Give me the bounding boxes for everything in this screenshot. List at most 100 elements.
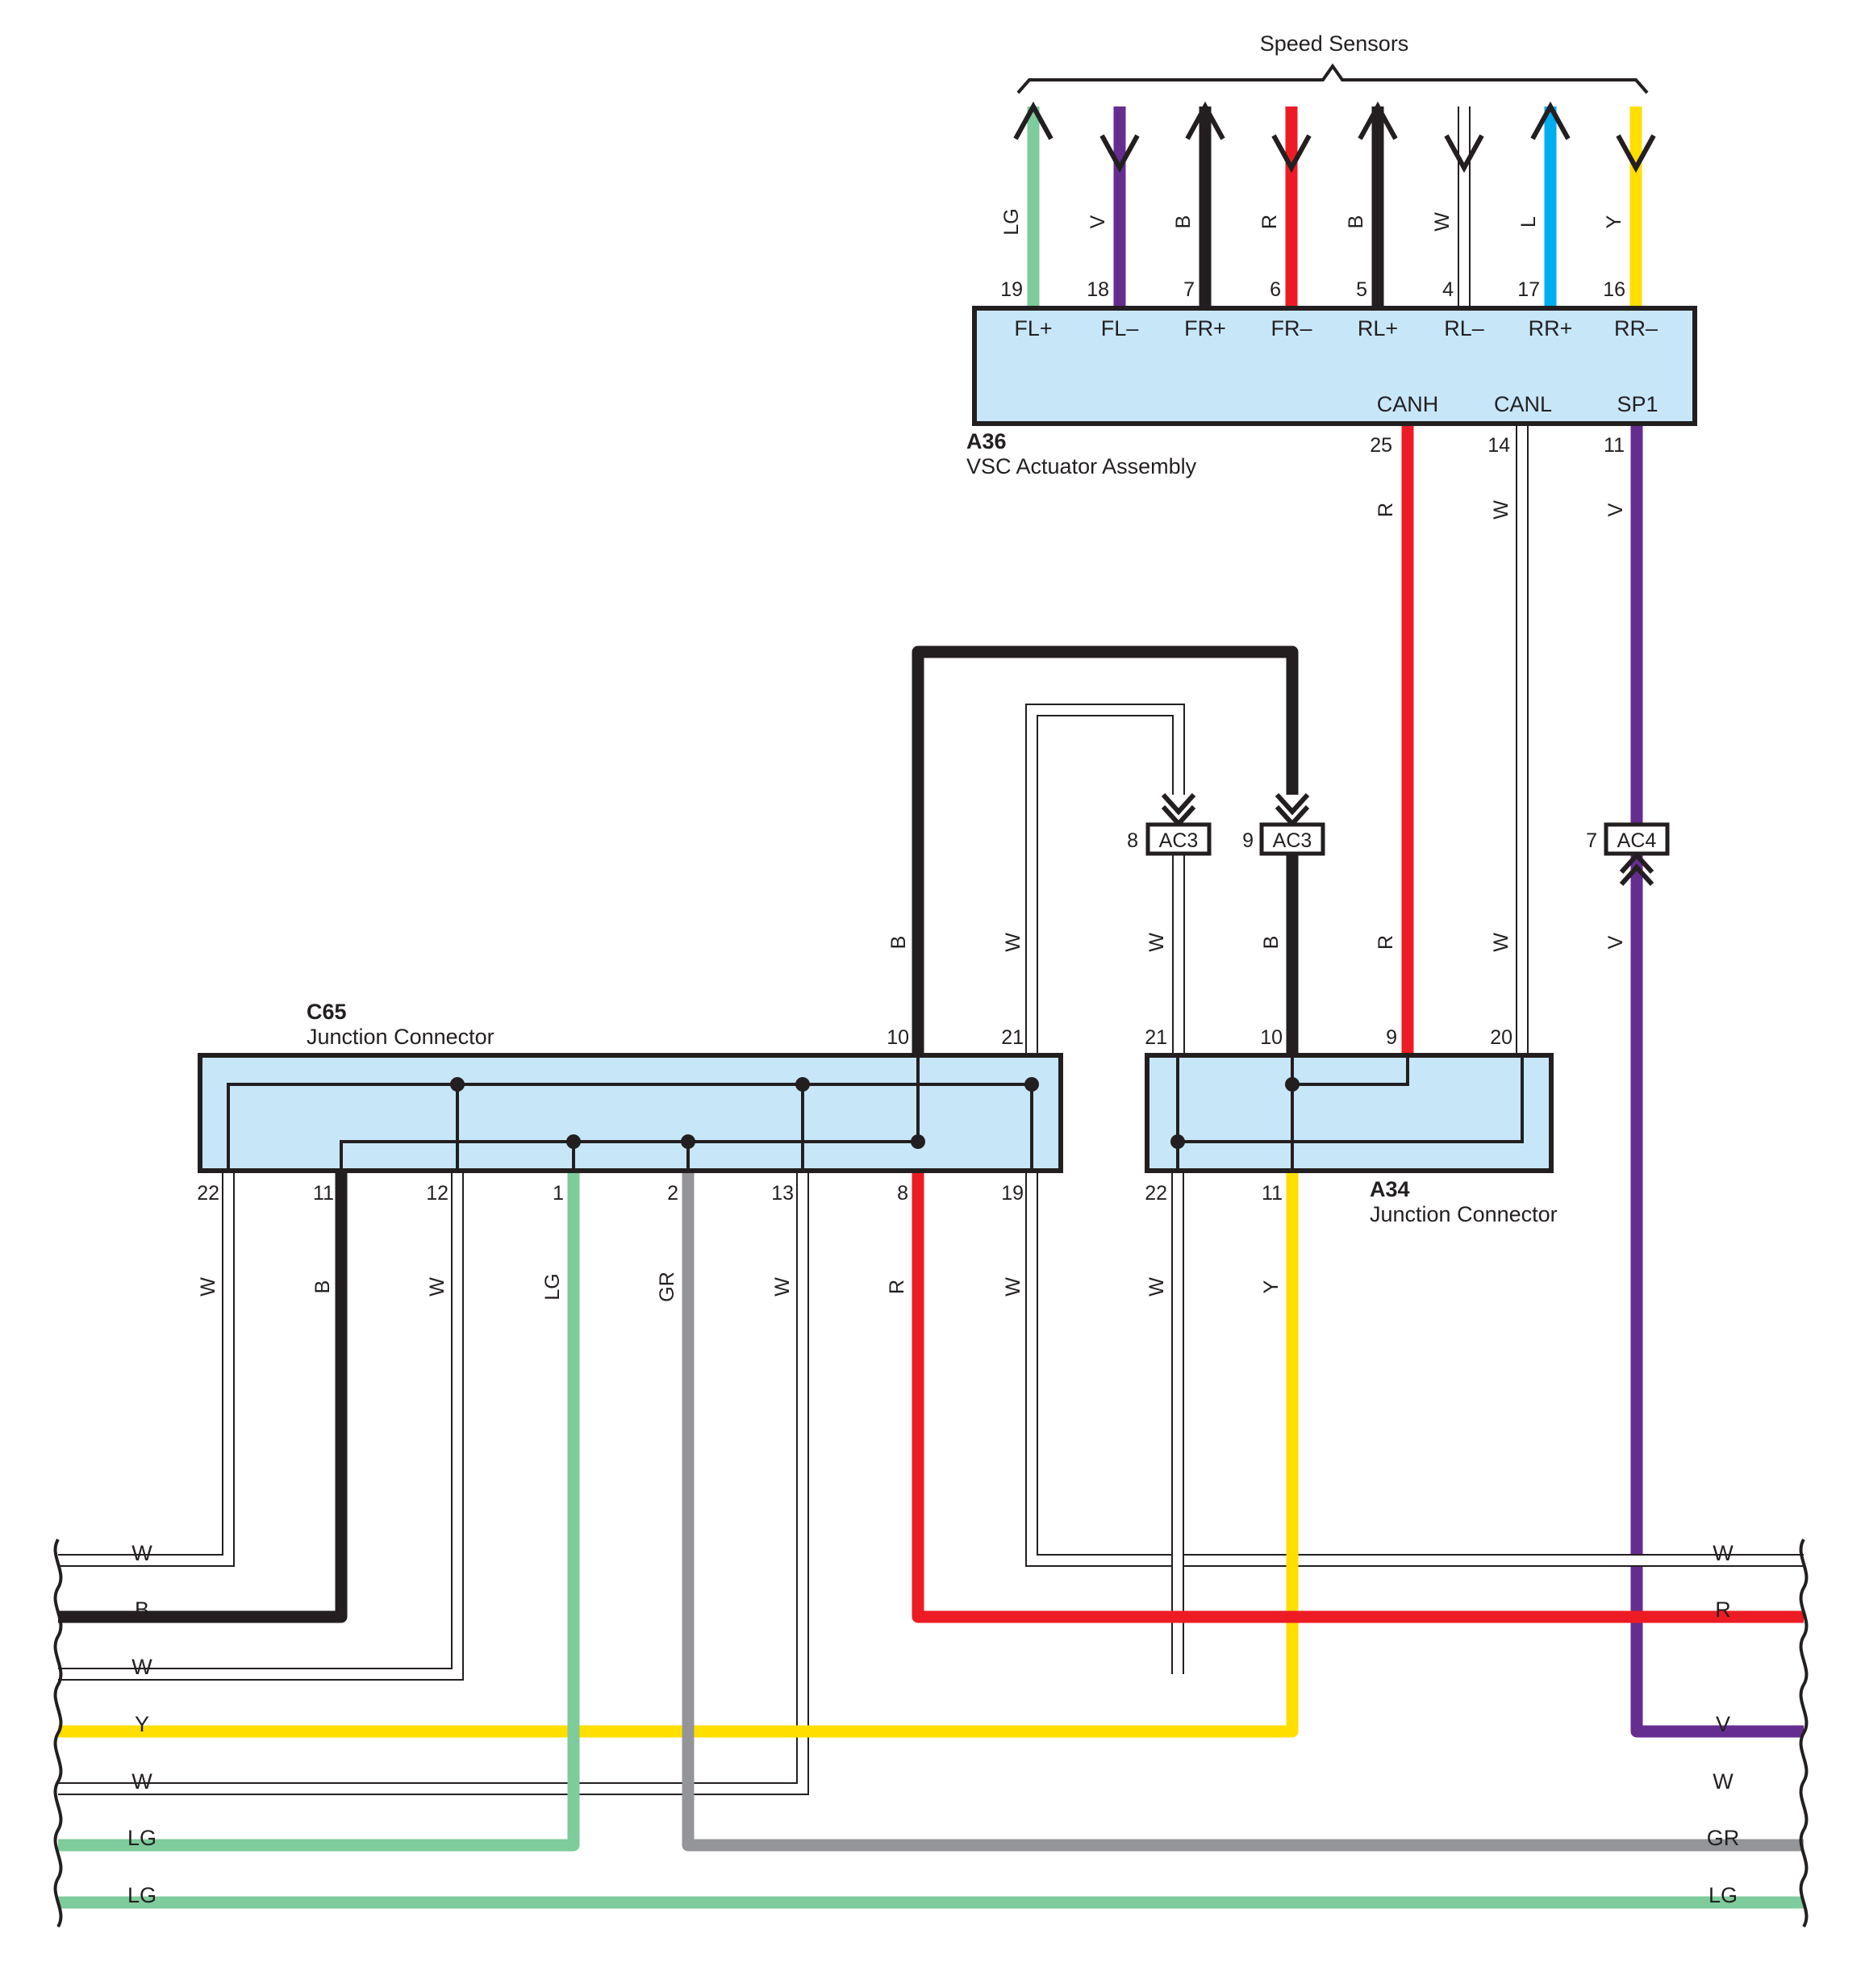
- canh-wire-label: R: [1375, 503, 1397, 517]
- c65-13-wire-label: W: [771, 1277, 794, 1297]
- a36-pin-label-fr-minus: FR–: [1270, 316, 1312, 340]
- harness-left-label-7: LG: [127, 1883, 156, 1907]
- a36-pin-11: 11: [1604, 434, 1625, 457]
- harness-right-label-3: V: [1716, 1712, 1730, 1736]
- c65-19-w-wire: [1025, 1171, 1804, 1567]
- c65-pin-1: 1: [553, 1182, 564, 1205]
- a36-name: VSC Actuator Assembly: [966, 454, 1197, 478]
- harness-right-label-1: W: [1713, 1541, 1734, 1565]
- a36-pin-label-canh: CANH: [1377, 392, 1439, 416]
- a34-pin-22: 22: [1145, 1182, 1167, 1205]
- inline-connector-ac3-8: AC3 8: [1127, 792, 1212, 856]
- harness-right-label-5: GR: [1707, 1826, 1740, 1850]
- c65-11-wire-label: B: [311, 1280, 334, 1294]
- a36-pin-7: 7: [1183, 278, 1195, 301]
- a34-code: A34: [1370, 1177, 1410, 1201]
- a36-pin-6: 6: [1270, 278, 1281, 301]
- a36-arrow-16: [1616, 134, 1656, 173]
- a36-pin-18: 18: [1087, 278, 1109, 301]
- speed-sensors-label: Speed Sensors: [1260, 31, 1409, 56]
- svg-text:AC4: AC4: [1617, 829, 1657, 852]
- c65-pin-10: 10: [887, 1026, 909, 1049]
- a34-pin-10: 10: [1260, 1026, 1283, 1049]
- c65-10-b-wire: [912, 645, 1299, 1055]
- a34-pin-20: 20: [1490, 1026, 1512, 1049]
- c65-22-w-wire-fill: [58, 1171, 233, 1565]
- a36-connector: FL+ FL– FR+ FR– RL+ RL– RR+ RR– CANH CAN…: [972, 306, 1697, 426]
- canl-wire-label: W: [1490, 500, 1512, 520]
- c65-name: Junction Connector: [307, 1025, 494, 1049]
- a36-pin-label-rr-minus: RR–: [1614, 316, 1658, 340]
- harness-left-label-6: LG: [127, 1826, 156, 1850]
- a36-arrow-17: [1530, 101, 1571, 140]
- c65-pin-22: 22: [197, 1182, 219, 1205]
- a36-pin-label-fl-plus: FL+: [1014, 316, 1052, 340]
- a36-wire-label-5: B: [1345, 215, 1367, 229]
- harness-right-label-2: R: [1715, 1598, 1731, 1622]
- c65-pin-8: 8: [897, 1182, 908, 1205]
- a36-wire-label-18: V: [1087, 215, 1109, 228]
- c65-8-r-wire: [912, 1171, 1804, 1623]
- c65-connector: [198, 1053, 1063, 1173]
- a36-wire-label-19: LG: [1000, 208, 1023, 235]
- a36-code: A36: [966, 429, 1007, 453]
- a34-w-wire-label: W: [1490, 933, 1512, 952]
- harness-left-label-4: Y: [135, 1712, 149, 1736]
- a36-wire-label-4: W: [1431, 212, 1454, 232]
- c65-2-wire-label: GR: [656, 1272, 678, 1302]
- c65-w-wire-label: W: [1002, 933, 1024, 952]
- inline-connector-ac3-9: AC3 9: [1242, 792, 1325, 856]
- sp1-wire-lower: [1630, 854, 1804, 1738]
- a36-pin-4: 4: [1442, 278, 1454, 301]
- a36-pin-25: 25: [1370, 434, 1392, 457]
- a36-arrow-7: [1185, 101, 1225, 140]
- a36-pin-5: 5: [1356, 278, 1367, 301]
- c65-code: C65: [307, 1000, 347, 1024]
- a34-pin-11: 11: [1262, 1182, 1283, 1205]
- harness-left-label-2: B: [135, 1598, 149, 1622]
- a34-pin-21: 21: [1145, 1026, 1167, 1049]
- ac3-9-wire-label: B: [1260, 936, 1283, 950]
- svg-text:9: 9: [1242, 829, 1254, 852]
- harness-left-label-3: W: [131, 1655, 152, 1679]
- c65-19-w-wire-fill: [1027, 1171, 1804, 1565]
- speed-sensors-brace: [1016, 63, 1649, 94]
- c65-22-w-wire: [58, 1171, 235, 1567]
- c65-12-wire-label: W: [426, 1277, 449, 1297]
- a36-pin-label-rl-plus: RL+: [1358, 316, 1398, 340]
- a34-r-wire-label: R: [1375, 935, 1397, 950]
- c65-pin-11: 11: [313, 1182, 334, 1205]
- a34-connector: [1145, 1053, 1554, 1173]
- a36-arrow-6: [1271, 134, 1312, 173]
- c65-b-wire-label: B: [887, 936, 910, 950]
- a36-wire-label-7: B: [1172, 215, 1195, 229]
- a36-pin-19: 19: [1000, 278, 1023, 301]
- a36-pin-label-canl: CANL: [1494, 392, 1552, 416]
- c65-8-wire-label: R: [886, 1280, 908, 1294]
- c65-pin-13: 13: [771, 1182, 794, 1205]
- svg-text:7: 7: [1586, 829, 1597, 852]
- a36-arrow-4: [1444, 134, 1484, 173]
- a36-wire-label-17: L: [1517, 216, 1540, 228]
- c65-2-gr-wire: [682, 1171, 1804, 1852]
- svg-text:AC3: AC3: [1273, 829, 1312, 852]
- harness-left-label-1: W: [131, 1541, 152, 1565]
- a36-wire-label-6: R: [1258, 215, 1281, 229]
- c65-21-w-wire: [1025, 704, 1185, 1055]
- c65-1-lg-wire: [58, 1171, 580, 1852]
- inline-connector-ac4-7: AC4 7: [1586, 822, 1670, 887]
- a34-pin-9: 9: [1386, 1026, 1397, 1049]
- c65-21-w-wire-fill: [1027, 705, 1183, 1055]
- a34-name: Junction Connector: [1370, 1202, 1558, 1226]
- c65-13-w-wire-fill: [58, 1171, 807, 1794]
- harness-left-label-5: W: [131, 1769, 152, 1794]
- c65-pin-19: 19: [1001, 1182, 1024, 1205]
- harness-right-label-6: LG: [1709, 1883, 1738, 1907]
- a34-11-wire-label: Y: [1260, 1280, 1283, 1293]
- c65-22-wire-label: W: [197, 1277, 219, 1297]
- c65-1-wire-label: LG: [541, 1273, 564, 1300]
- a36-pin-label-fr-plus: FR+: [1184, 316, 1226, 340]
- a36-pin-label-fl-minus: FL–: [1101, 316, 1139, 340]
- c65-pin-21: 21: [1001, 1026, 1024, 1049]
